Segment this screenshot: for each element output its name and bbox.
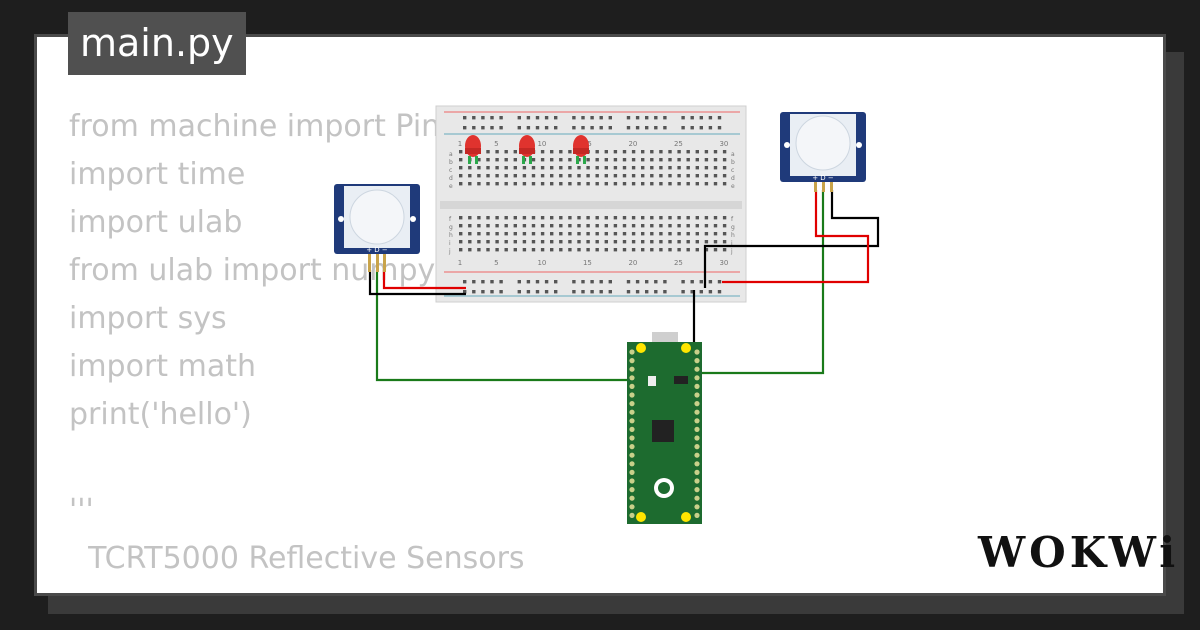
wire-black-left bbox=[368, 270, 466, 296]
pir-sensor-right[interactable]: + D − bbox=[780, 112, 866, 192]
breadboard[interactable]: 115510101515202025253030 aabbccddeeffggh… bbox=[435, 105, 747, 303]
wire-black-right bbox=[703, 190, 880, 288]
pico-pins bbox=[629, 349, 700, 519]
breadboard-row-letter: c bbox=[731, 167, 734, 174]
breadboard-col-number: 30 bbox=[719, 140, 728, 148]
breadboard-row-letter: d bbox=[449, 175, 453, 182]
breadboard-row-letter: f bbox=[449, 216, 452, 223]
breadboard-col-number: 5 bbox=[494, 259, 498, 267]
breadboard-col-number: 20 bbox=[628, 259, 637, 267]
breadboard-row-letter: g bbox=[449, 224, 453, 231]
code-line: from ulab import numpy bbox=[69, 253, 436, 288]
code-line: import ulab bbox=[69, 205, 243, 240]
breadboard-row-letter: b bbox=[731, 159, 735, 166]
breadboard-col-number: 10 bbox=[537, 140, 546, 148]
code-line: import time bbox=[69, 157, 246, 192]
breadboard-row-letter: g bbox=[731, 224, 735, 231]
code-line: from machine import Pin bbox=[69, 109, 441, 144]
led-1[interactable] bbox=[465, 135, 481, 164]
rp2040-chip bbox=[652, 420, 674, 442]
pir-pin-labels-right: + D − bbox=[812, 174, 834, 182]
breadboard-row-letter: d bbox=[731, 175, 735, 182]
file-tab[interactable]: main.py bbox=[68, 12, 246, 75]
breadboard-row-letter: b bbox=[449, 159, 453, 166]
breadboard-row-letter: i bbox=[449, 240, 451, 247]
wire-green-right bbox=[700, 190, 825, 375]
breadboard-row-letter: c bbox=[449, 167, 452, 174]
breadboard-col-number: 25 bbox=[674, 140, 683, 148]
breadboard-row-letter: h bbox=[449, 232, 453, 239]
breadboard-col-number: 15 bbox=[583, 259, 592, 267]
breadboard-row-letter: i bbox=[731, 240, 733, 247]
breadboard-col-number: 5 bbox=[494, 140, 498, 148]
code-line: print('hello') bbox=[69, 397, 252, 432]
code-line: import math bbox=[69, 349, 256, 384]
raspberry-pi-pico[interactable] bbox=[627, 332, 702, 524]
breadboard-row-letter: a bbox=[731, 151, 735, 158]
led-2[interactable] bbox=[519, 135, 535, 164]
breadboard-row-letter: j bbox=[730, 248, 733, 255]
code-line: import sys bbox=[69, 301, 227, 336]
breadboard-row-letter: f bbox=[731, 216, 734, 223]
pir-sensor-left[interactable]: + D − bbox=[334, 184, 420, 272]
breadboard-col-number: 20 bbox=[628, 140, 637, 148]
led-3[interactable] bbox=[573, 135, 589, 164]
breadboard-row-letter: j bbox=[448, 248, 451, 255]
breadboard-row-letter: a bbox=[449, 151, 453, 158]
breadboard-col-number: 10 bbox=[537, 259, 546, 267]
code-preview: from machine import Pin import time import… bbox=[69, 103, 676, 593]
breadboard-col-number: 30 bbox=[719, 259, 728, 267]
code-line: ''' bbox=[69, 493, 94, 528]
breadboard-row-letter: h bbox=[731, 232, 735, 239]
wire-red-right bbox=[722, 190, 870, 284]
breadboard-col-number: 25 bbox=[674, 259, 683, 267]
code-line: modified on 28 July by Chris for Wokwi bbox=[69, 583, 676, 593]
breadboard-col-number: 1 bbox=[458, 259, 462, 267]
wire-green-left bbox=[375, 270, 630, 382]
wires bbox=[368, 190, 880, 382]
breadboard-row-letter: e bbox=[449, 183, 453, 190]
breadboard-col-number: 1 bbox=[458, 140, 462, 148]
wire-red-left bbox=[382, 270, 466, 290]
wokwi-logo: WOKWi bbox=[978, 528, 1180, 577]
breadboard-row-letter: e bbox=[731, 183, 735, 190]
code-line: TCRT5000 Reflective Sensors bbox=[69, 541, 525, 576]
pir-pin-labels-left: + D − bbox=[366, 246, 388, 254]
